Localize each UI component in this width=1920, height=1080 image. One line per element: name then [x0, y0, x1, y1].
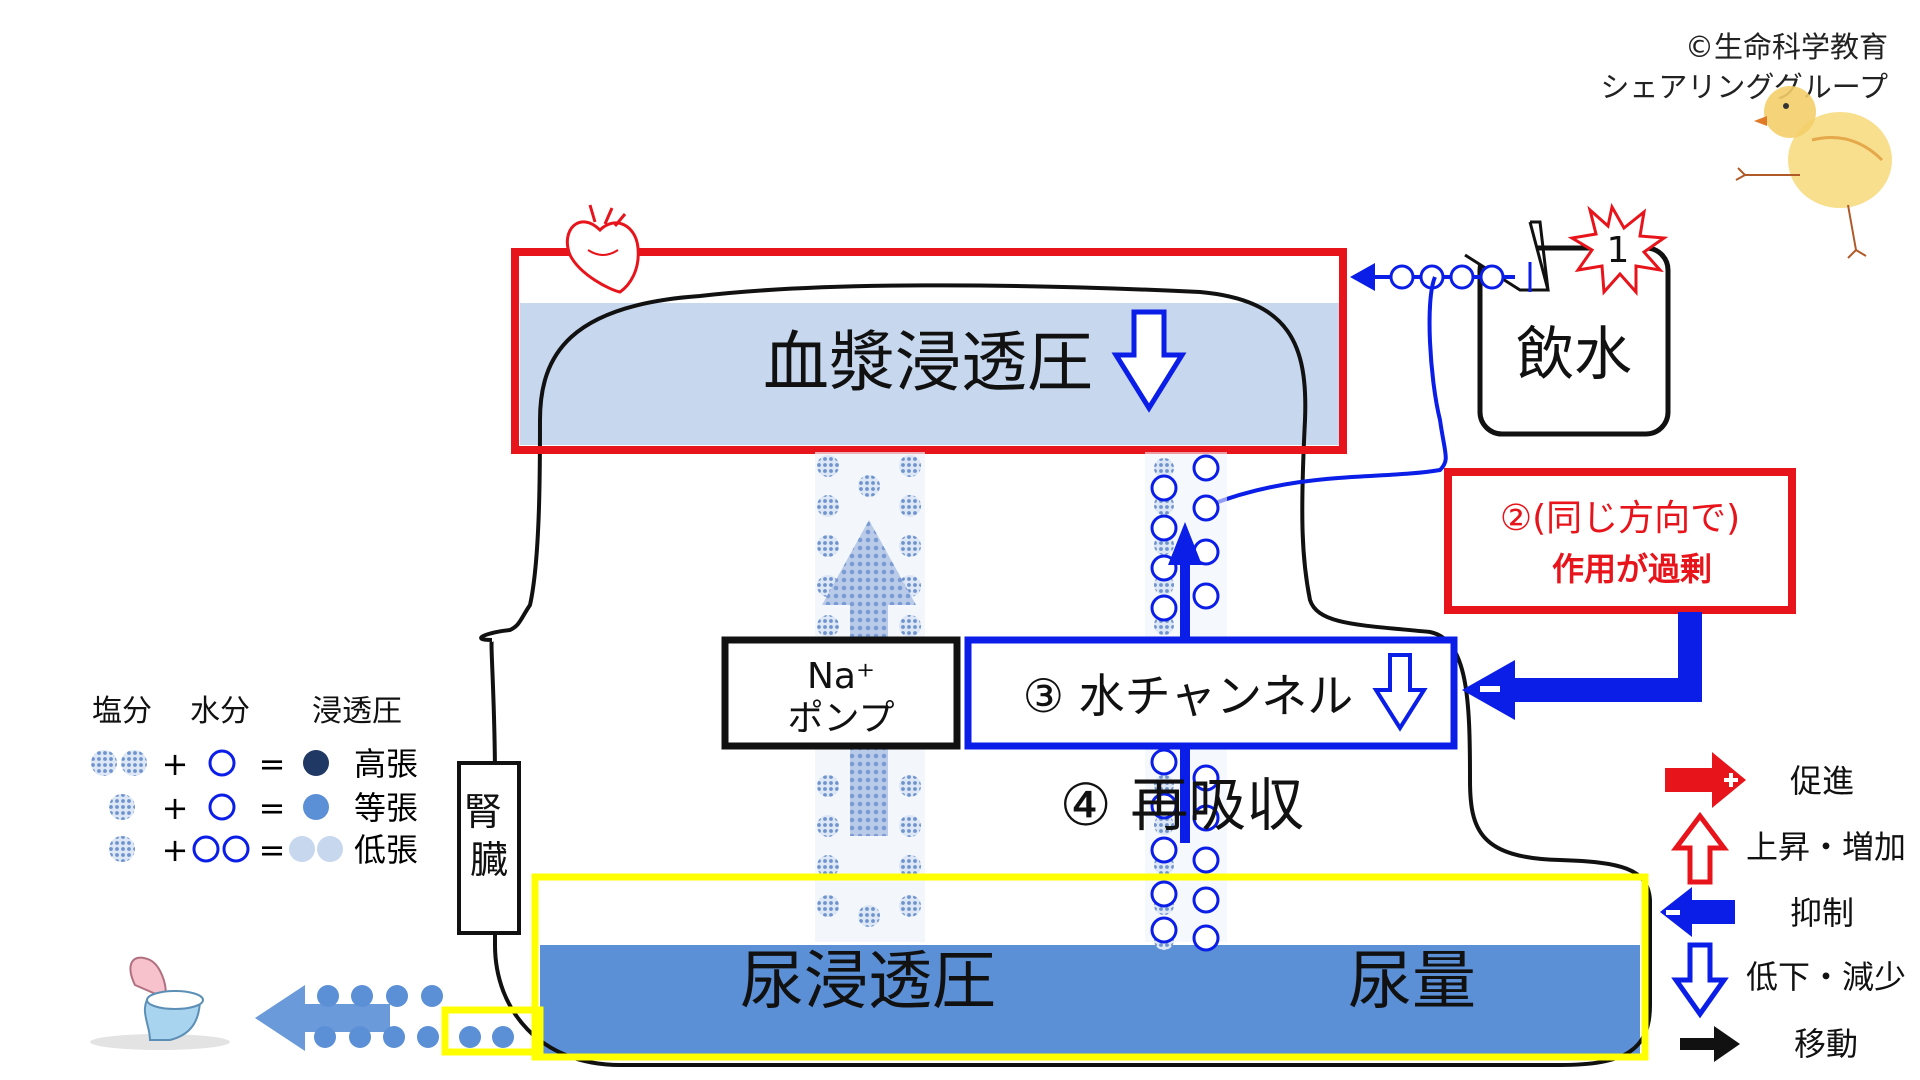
urine-outflow: [255, 985, 514, 1051]
legend-row3-equals: =: [259, 831, 286, 869]
legend-row2-plus: +: [162, 789, 189, 827]
kidney-label-box: [457, 761, 521, 935]
legend-row1-equals: =: [259, 745, 286, 783]
water-intake-arrow: [1350, 262, 1532, 292]
legend-increase-label: 上昇・増加: [1746, 828, 1906, 866]
blue-minus-arrow-icon: [1660, 887, 1735, 937]
action-line1: ②(同じ方向で): [1500, 498, 1740, 539]
na-pump-box: [721, 636, 961, 750]
legend-row3-result: 低張: [354, 831, 418, 869]
kidney-outline: [479, 283, 1652, 1067]
action-line2: 作用が過剰: [1552, 550, 1712, 588]
copyright-line1: ©生命科学教育: [1685, 30, 1888, 64]
na-pump-line2: ポンプ: [788, 698, 895, 739]
black-arrow-icon: [1680, 1026, 1740, 1062]
urine-box: [531, 873, 1649, 1061]
salt-dot: [121, 750, 147, 776]
legend-header-salt: 塩分: [92, 694, 152, 729]
water-dot: [208, 793, 236, 821]
legend-promote-label: 促進: [1790, 762, 1854, 800]
legend-row1-result: 高張: [354, 745, 418, 783]
water-channel-down-arrow-icon: [1372, 653, 1428, 732]
legend-left: 塩分 水分 浸透圧 + = 高張 + = 等張 + = 低張: [91, 694, 418, 869]
legend-header-osmotic: 浸透圧: [312, 694, 402, 729]
water-dot: [222, 835, 250, 863]
legend-row2-result: 等張: [354, 789, 418, 827]
connector-line: [1209, 276, 1448, 507]
water-dot: [208, 749, 236, 777]
high-tonicity-dot: [303, 750, 329, 776]
copyright-line2: シェアリンググループ: [1600, 70, 1888, 104]
kidney-label: 腎 臓: [464, 790, 514, 882]
urine-osmotic-label: 尿浸透圧: [740, 945, 996, 1019]
starburst-number: 1: [1607, 230, 1630, 271]
starburst-marker-icon: 1: [1567, 202, 1669, 296]
legend-decrease-label: 低下・減少: [1746, 958, 1906, 996]
inhibition-arrow-icon: [1462, 612, 1702, 720]
drinking-water-box: [1477, 245, 1671, 437]
urine-outflow-channel: [441, 1006, 544, 1056]
low-tonicity-dot: [289, 836, 315, 862]
drinking-water-label: 飲水: [1516, 320, 1632, 388]
legend-inhibit-label: 抑制: [1790, 894, 1854, 932]
iso-tonicity-dot: [303, 794, 329, 820]
blue-down-arrow-icon: [1671, 942, 1729, 1019]
salt-dot: [109, 794, 135, 820]
kidney-label-char2: 臓: [470, 838, 508, 882]
red-up-arrow-icon: [1671, 811, 1729, 885]
red-plus-arrow-icon: [1665, 752, 1746, 808]
plasma-label: 血漿浸透圧: [763, 324, 1093, 401]
chick-illustration: [1735, 86, 1892, 259]
water-dot: [192, 835, 220, 863]
toilet-icon: [90, 956, 230, 1050]
legend-row1-plus: +: [162, 745, 189, 783]
cup-icon: [1464, 220, 1550, 292]
plasma-box: [511, 248, 1347, 454]
plasma-down-arrow-icon: [1111, 309, 1187, 413]
legend-right: 促進 上昇・増加 抑制 低下・減少 移動: [1660, 752, 1906, 1063]
reabsorption-label: ④ 再吸収: [1060, 771, 1304, 839]
kidney-label-char1: 腎: [464, 790, 502, 834]
legend-move-label: 移動: [1794, 1025, 1858, 1063]
water-column: [1145, 452, 1227, 952]
legend-row2-equals: =: [259, 789, 286, 827]
water-channel-label: ③ 水チャンネル: [1023, 669, 1353, 723]
action-box: [1444, 468, 1796, 614]
legend-row3-plus: +: [162, 831, 189, 869]
heart-icon: [565, 204, 640, 294]
low-tonicity-dot: [317, 836, 343, 862]
legend-header-water: 水分: [190, 694, 250, 729]
na-pump-line1: Na⁺: [807, 656, 875, 697]
urine-fill: [540, 945, 1640, 1057]
plasma-fill: [520, 303, 1340, 445]
urine-volume-label: 尿量: [1348, 945, 1476, 1019]
salt-dot: [91, 750, 117, 776]
water-channel-box: [964, 636, 1458, 750]
salt-dot: [109, 836, 135, 862]
